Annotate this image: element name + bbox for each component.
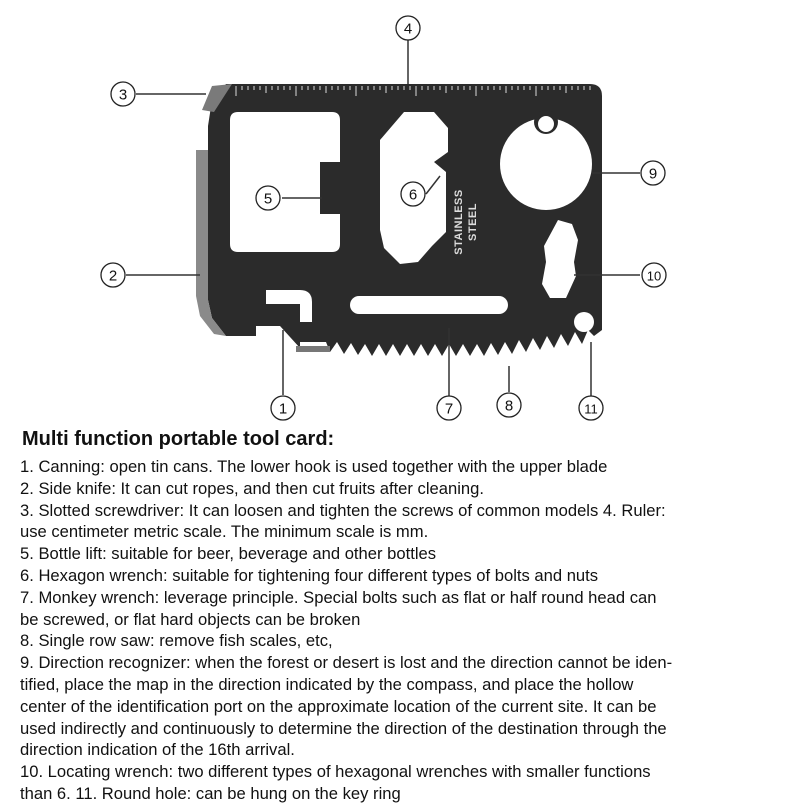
callout-5-circle: [255, 185, 281, 211]
round-hole: [574, 312, 594, 332]
description-line: use centimeter metric scale. The minimum…: [20, 522, 429, 542]
description-line: than 6. 11. Round hole: can be hung on t…: [20, 783, 401, 803]
callout-4: 4: [404, 21, 412, 38]
callout-2-circle: [100, 262, 126, 288]
description-line: used indirectly and continuously to dete…: [20, 718, 667, 738]
hook-shine: [296, 346, 330, 352]
compass-notch-inner: [538, 116, 554, 132]
callout-2: 2: [109, 268, 117, 285]
callout-3: 3: [119, 87, 127, 104]
callout-11: 11: [584, 402, 598, 417]
monkey-wrench-slot: [350, 296, 508, 314]
bottle-opener-cutout: [230, 112, 340, 252]
callout-8: 8: [505, 398, 513, 415]
description-line: 10. Locating wrench: two different types…: [20, 762, 651, 782]
leader-lines: [126, 40, 640, 396]
description-line: 6. Hexagon wrench: suitable for tighteni…: [20, 565, 599, 585]
leader-6: [425, 175, 441, 195]
direction-recognizer-cutout: [500, 118, 592, 210]
callout-10-circle: [641, 262, 667, 288]
description-line: tified, place the map in the direction i…: [20, 674, 634, 694]
callout-5: 5: [264, 191, 272, 208]
description-line: 7. Monkey wrench: leverage principle. Sp…: [20, 587, 657, 607]
callout-11-circle: [578, 395, 604, 421]
callout-4-circle: [395, 15, 421, 41]
callout-1: 1: [279, 401, 287, 418]
callout-6: 6: [409, 187, 417, 204]
description-line: center of the identification port on the…: [20, 696, 657, 716]
description-block: Multi function portable tool card: 1. Ca…: [20, 426, 790, 805]
canning-hook-cutout: [266, 290, 312, 322]
description-line: 8. Single row saw: remove fish scales, e…: [20, 631, 333, 651]
description-line: 9. Direction recognizer: when the forest…: [20, 653, 673, 673]
description-line: 3. Slotted screwdriver: It can loosen an…: [20, 500, 666, 520]
locating-wrench-cutout: [542, 220, 578, 298]
description-line: be screwed, or flat hard objects can be …: [20, 609, 361, 629]
tool-card-diagram: STAINLESS STEEL 1 2 3 4 5 6: [100, 15, 667, 421]
description-line: 2. Side knife: It can cut ropes, and the…: [20, 478, 484, 498]
screwdriver-corner: [202, 84, 232, 112]
card-text-stainless: STAINLESS: [453, 189, 465, 254]
callout-7-circle: [436, 395, 462, 421]
callout-9: 9: [649, 166, 657, 183]
page-title: Multi function portable tool card:: [22, 428, 335, 450]
ruler-ticks: [235, 86, 591, 96]
card-text-steel: STEEL: [467, 203, 479, 241]
tool-card: STAINLESS STEEL: [196, 84, 602, 356]
side-knife-edge: [196, 150, 226, 336]
callout-markers: [100, 15, 667, 421]
description-line: direction indication of the 16th arrival…: [20, 740, 295, 760]
callout-6-circle: [400, 181, 426, 207]
description-line: 5. Bottle lift: suitable for beer, bever…: [20, 544, 437, 564]
callout-9-circle: [640, 160, 666, 186]
callout-8-circle: [496, 392, 522, 418]
callout-10: 10: [647, 269, 661, 284]
callout-numbers: 1 2 3 4 5 6 7 8 9 10 11: [109, 21, 661, 418]
description-line: 1. Canning: open tin cans. The lower hoo…: [20, 457, 608, 476]
callout-3-circle: [110, 81, 136, 107]
callout-1-circle: [270, 395, 296, 421]
callout-7: 7: [445, 401, 453, 418]
